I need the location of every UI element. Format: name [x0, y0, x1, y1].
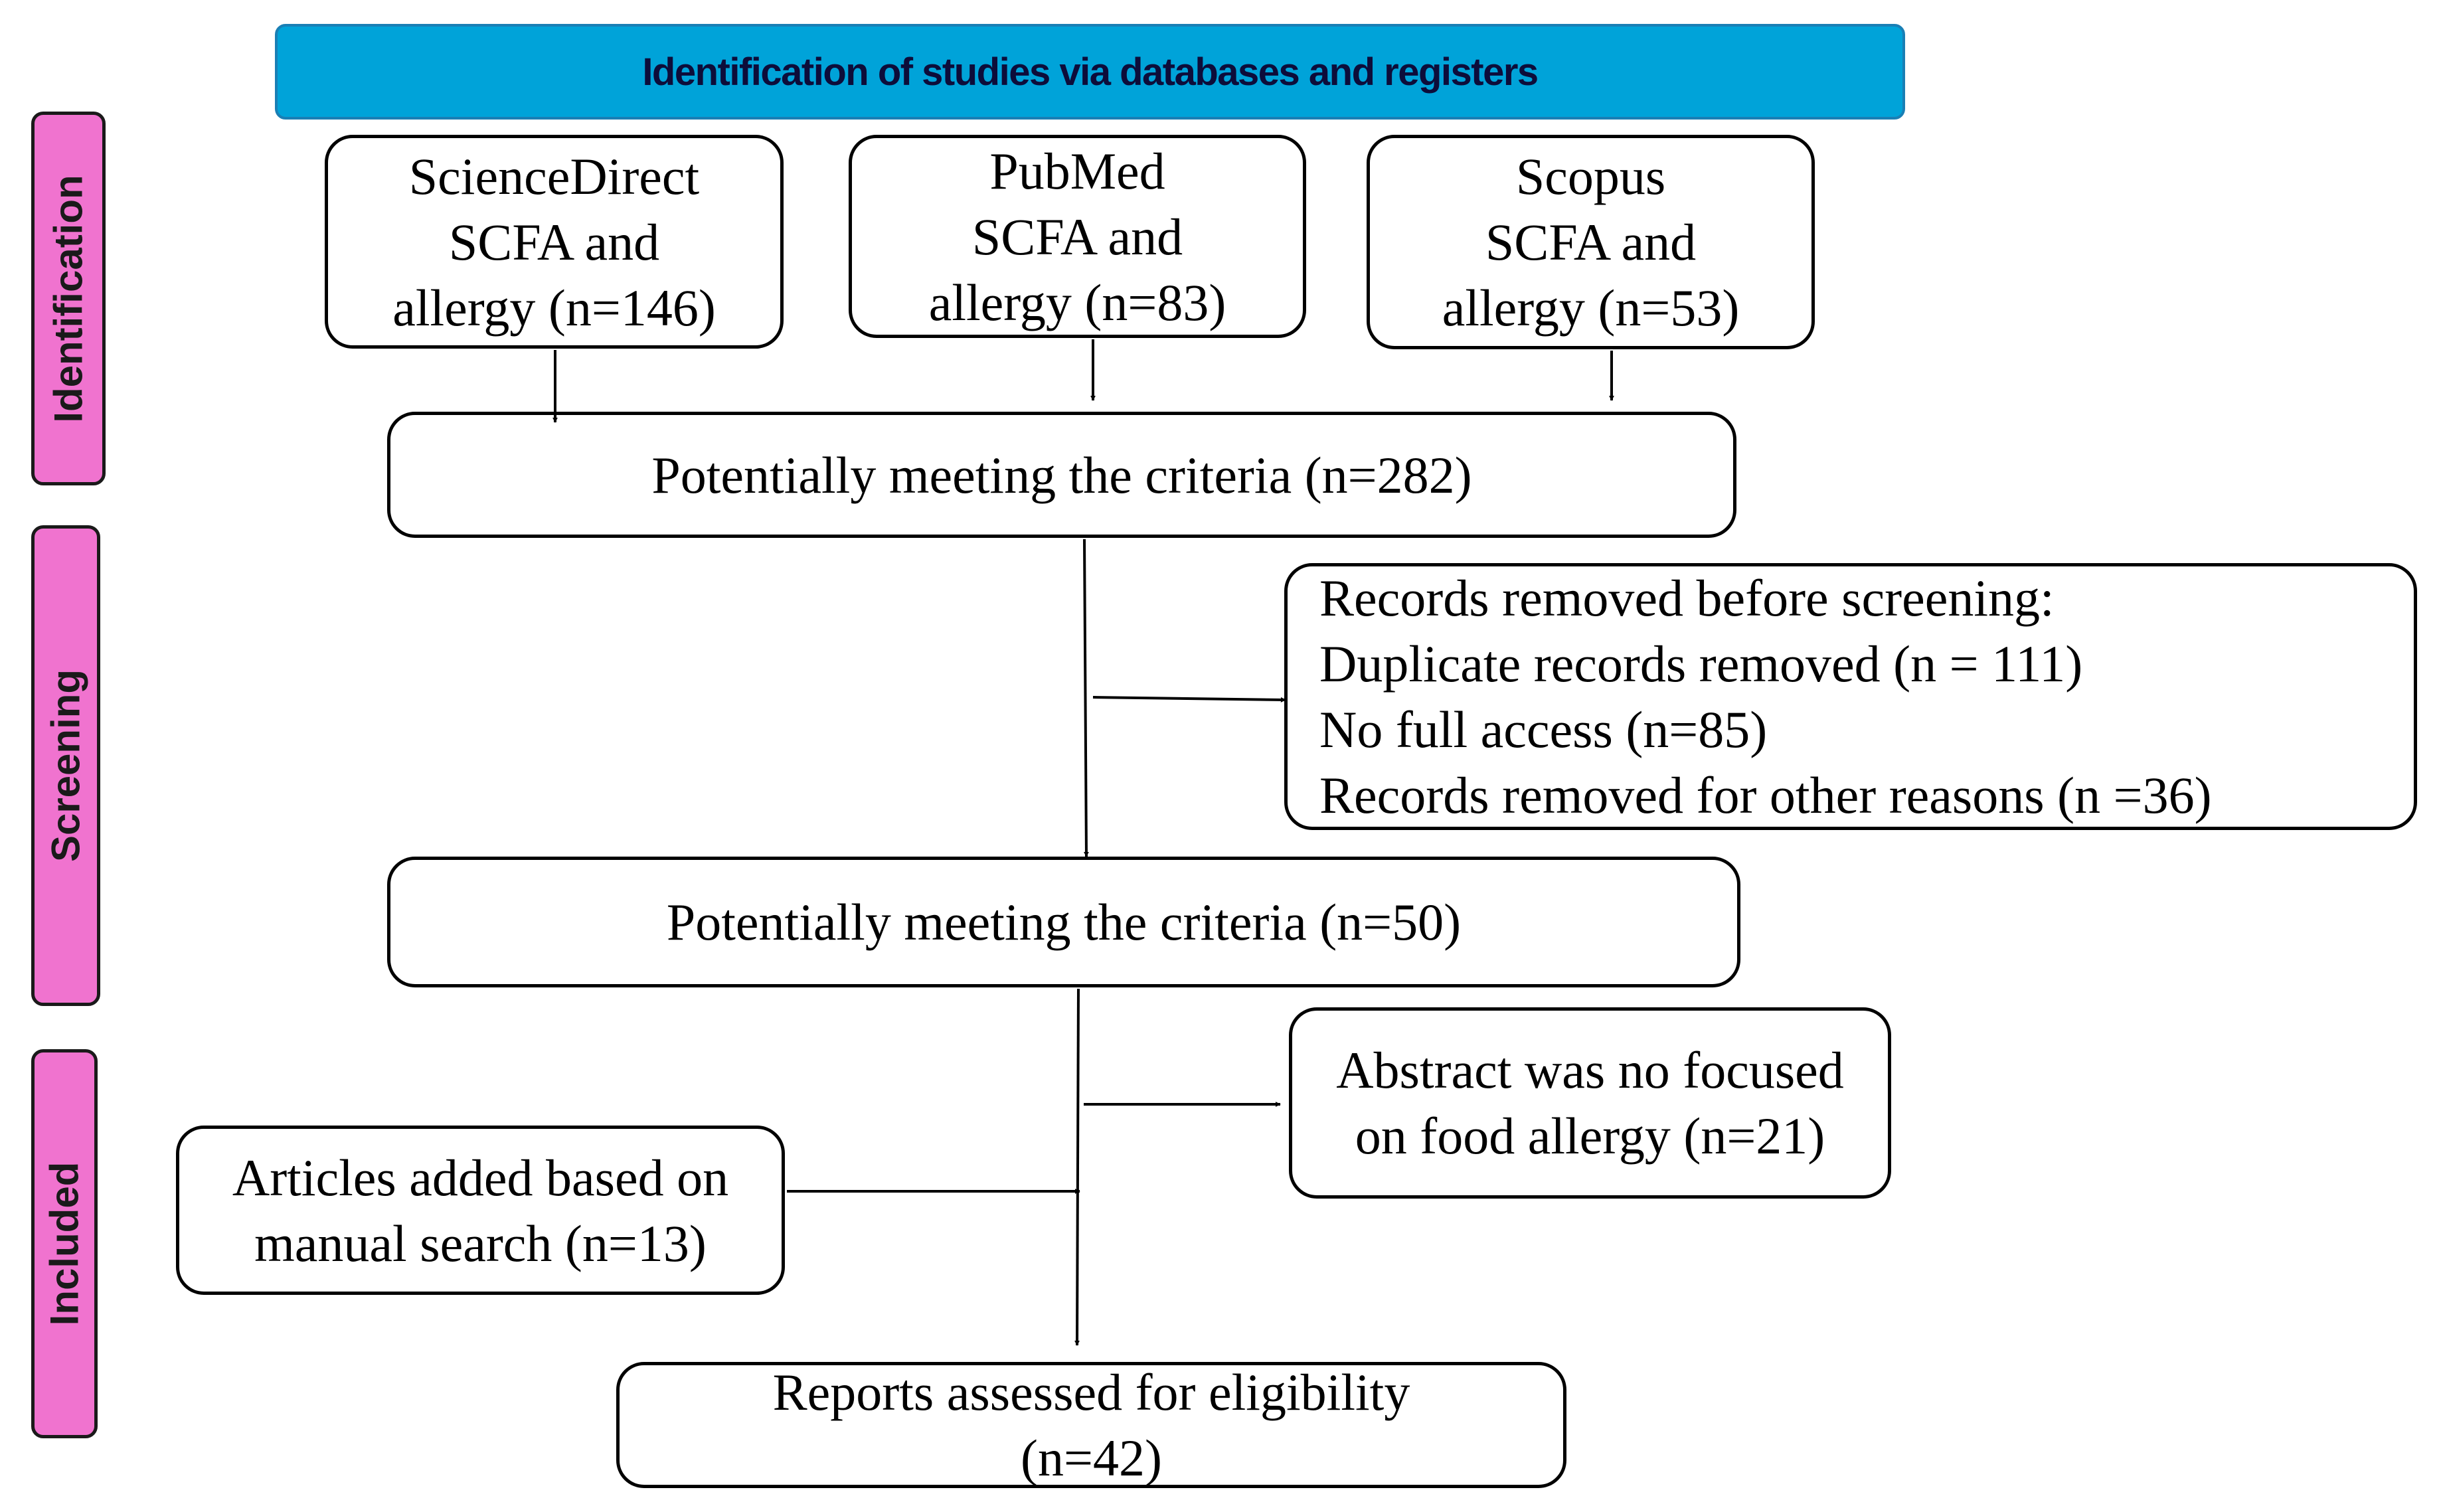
scopus-line3: allergy (n=53): [1442, 279, 1740, 337]
phase-identification: Identification: [31, 112, 106, 485]
abstract-line2: on food allergy (n=21): [1355, 1107, 1825, 1165]
sciencedirect-line3: allergy (n=146): [392, 278, 716, 337]
scopus-line1: Scopus: [1515, 147, 1666, 205]
scopus-line2: SCFA and: [1485, 213, 1697, 271]
records-removed-box: Records removed before screening: Duplic…: [1284, 563, 2417, 830]
sciencedirect-line1: ScienceDirect: [408, 147, 700, 205]
source-pubmed: PubMed SCFA and allergy (n=83): [849, 135, 1306, 338]
arrow-potential-to-potential: [1083, 539, 1089, 857]
removed-line3: No full access (n=85): [1319, 701, 1768, 758]
removed-line4: Records removed for other reasons (n =36…: [1319, 766, 2212, 824]
arrow-potential-to-reports: [1074, 988, 1080, 1346]
pubmed-line3: allergy (n=83): [928, 273, 1226, 331]
manual-line2: manual search (n=13): [254, 1214, 707, 1272]
potential-1-text: Potentially meeting the criteria (n=282): [651, 446, 1472, 504]
pubmed-line2: SCFA and: [971, 207, 1183, 266]
sciencedirect-line2: SCFA and: [448, 212, 660, 271]
abstract-line1: Abstract was no focused: [1336, 1041, 1844, 1099]
removed-line1: Records removed before screening:: [1319, 569, 2055, 627]
reports-line2: (n=42): [1021, 1429, 1162, 1487]
phase-screening: Screening: [31, 525, 100, 1006]
manual-line1: Articles added based on: [232, 1148, 729, 1207]
source-sciencedirect: ScienceDirect SCFA and allergy (n=146): [325, 135, 784, 349]
source-scopus: Scopus SCFA and allergy (n=53): [1367, 135, 1815, 349]
phase-included: Included: [31, 1049, 98, 1438]
header-title: Identification of studies via databases …: [642, 50, 1539, 94]
potential-2-text: Potentially meeting the criteria (n=50): [666, 893, 1462, 951]
header-banner: Identification of studies via databases …: [275, 24, 1905, 120]
potentially-meeting-criteria-282: Potentially meeting the criteria (n=282): [387, 412, 1736, 538]
pubmed-line1: PubMed: [989, 141, 1165, 200]
manual-search-box: Articles added based on manual search (n…: [176, 1126, 785, 1295]
reports-assessed-box: Reports assessed for eligibility (n=42): [616, 1362, 1566, 1488]
potentially-meeting-criteria-50: Potentially meeting the criteria (n=50): [387, 857, 1740, 987]
abstract-excluded-box: Abstract was no focused on food allergy …: [1289, 1007, 1891, 1199]
arrow-to-records-removed: [1092, 696, 1286, 703]
reports-line1: Reports assessed for eligibility: [772, 1363, 1410, 1421]
removed-line2: Duplicate records removed (n = 111): [1319, 635, 2083, 693]
